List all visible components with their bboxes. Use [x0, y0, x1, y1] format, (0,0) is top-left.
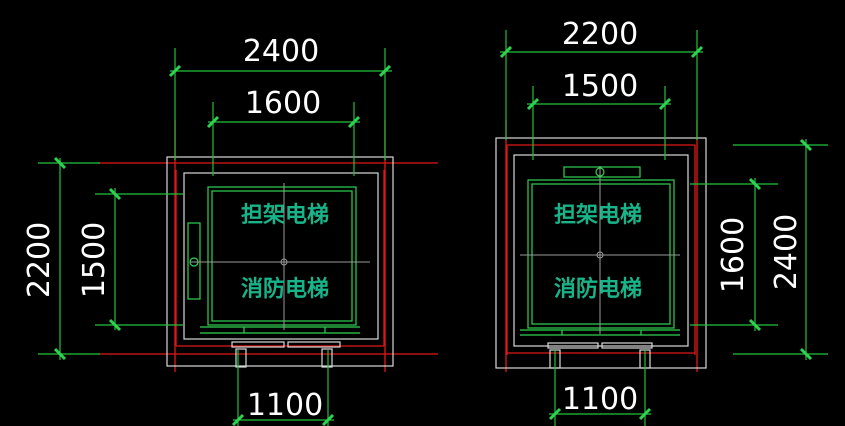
- right-door-sill: [547, 342, 653, 369]
- left-label-fire-elevator: 消防电梯: [241, 276, 329, 302]
- right-red-grid-lines: [505, 120, 698, 372]
- right-dimension-side-inner: [690, 177, 778, 332]
- right-elevator-car: [520, 166, 680, 336]
- right-dimension-top-inner: [526, 86, 672, 160]
- left-dimension-top-outer: [168, 48, 392, 160]
- left-dim-side-inner-label: 1500: [77, 222, 112, 298]
- left-elevator-plan: 2400 1600 2200 1500: [22, 34, 438, 426]
- left-dim-side-outer-label: 2200: [22, 222, 57, 298]
- right-dim-side-inner-label: 1600: [716, 217, 751, 293]
- left-dimension-door: [231, 350, 335, 426]
- right-label-stretcher-elevator: 担架电梯: [554, 202, 642, 228]
- left-dimension-top-inner: [206, 102, 361, 176]
- right-shaft-walls: [495, 137, 707, 369]
- right-elevator-plan: 2200 1500 1600 2400: [495, 17, 828, 426]
- left-label-stretcher-elevator: 担架电梯: [241, 202, 329, 228]
- left-dim-door-label: 1100: [247, 388, 323, 423]
- left-dimension-side-outer: [38, 156, 100, 361]
- left-shaft-walls: [166, 156, 394, 367]
- left-dimension-side-inner: [95, 187, 183, 332]
- left-door-sill: [231, 341, 341, 368]
- right-dim-side-outer-label: 2400: [769, 214, 804, 290]
- right-dimension-side-outer: [733, 138, 828, 361]
- left-elevator-car: [187, 183, 370, 334]
- right-dimension-top-outer: [499, 30, 704, 140]
- left-dim-top-inner-label: 1600: [245, 86, 321, 121]
- right-dim-top-outer-label: 2200: [562, 17, 638, 52]
- right-dim-door-label: 1100: [562, 382, 638, 417]
- right-dim-top-inner-label: 1500: [562, 69, 638, 104]
- left-dim-top-outer-label: 2400: [243, 34, 319, 69]
- right-label-fire-elevator: 消防电梯: [554, 276, 642, 302]
- right-dimension-door: [548, 350, 652, 426]
- left-red-grid-lines: [98, 120, 438, 372]
